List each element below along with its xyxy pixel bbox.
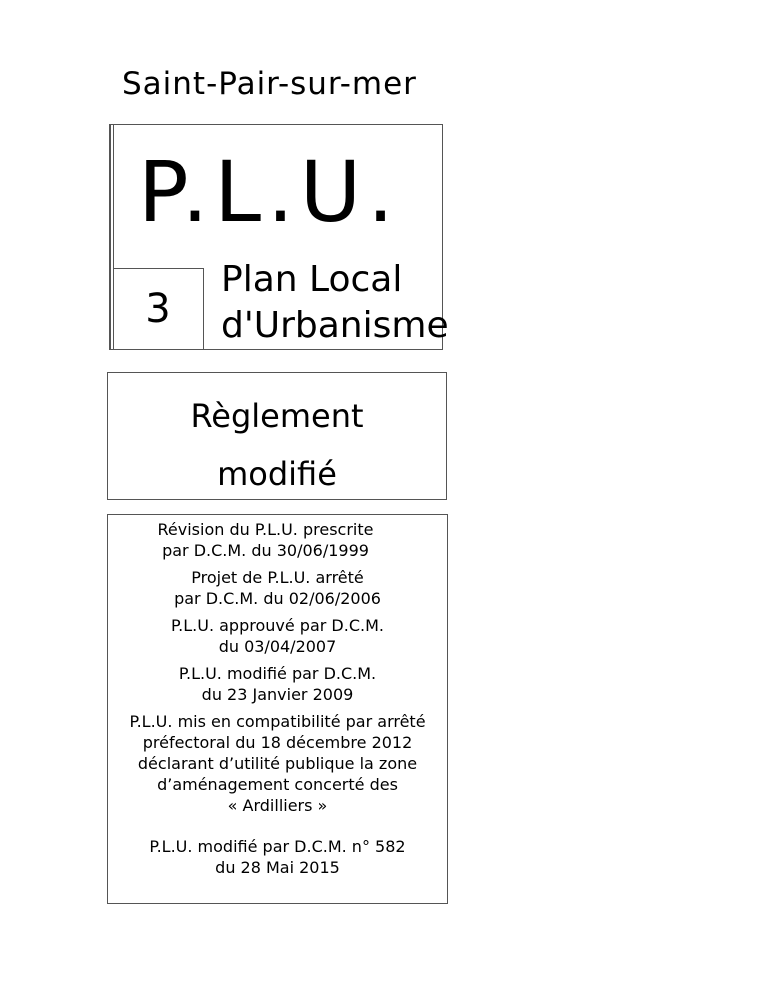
document-number: 3 [113,268,204,349]
town-name: Saint-Pair-sur-mer [122,66,417,102]
history-entry-3: P.L.U. approuvé par D.C.M. du 03/04/2007 [171,616,384,656]
plu-subtitle: Plan Local d'Urbanisme [221,259,449,346]
reglement-line-2: modifié [217,455,337,493]
plu-title-box: P.L.U. 3 Plan Local d'Urbanisme [109,124,449,350]
reglement-line-1: Règlement [190,397,364,435]
history-entry-4: P.L.U. modifié par D.C.M. du 23 Janvier … [178,664,377,704]
procedure-history: Révision du P.L.U. prescrite par D.C.M. … [107,514,448,904]
history-entry-2: Projet de P.L.U. arrêté par D.C.M. du 02… [174,568,381,608]
history-entry-6: P.L.U. modifié par D.C.M. n° 582 du 28 M… [149,837,406,877]
reglement-box: Règlement modifié [107,372,447,500]
history-entry-1: Révision du P.L.U. prescrite par D.C.M. … [157,520,374,560]
history-entry-5: P.L.U. mis en compatibilité par arrêté p… [129,712,426,815]
plu-title: P.L.U. [138,143,400,241]
